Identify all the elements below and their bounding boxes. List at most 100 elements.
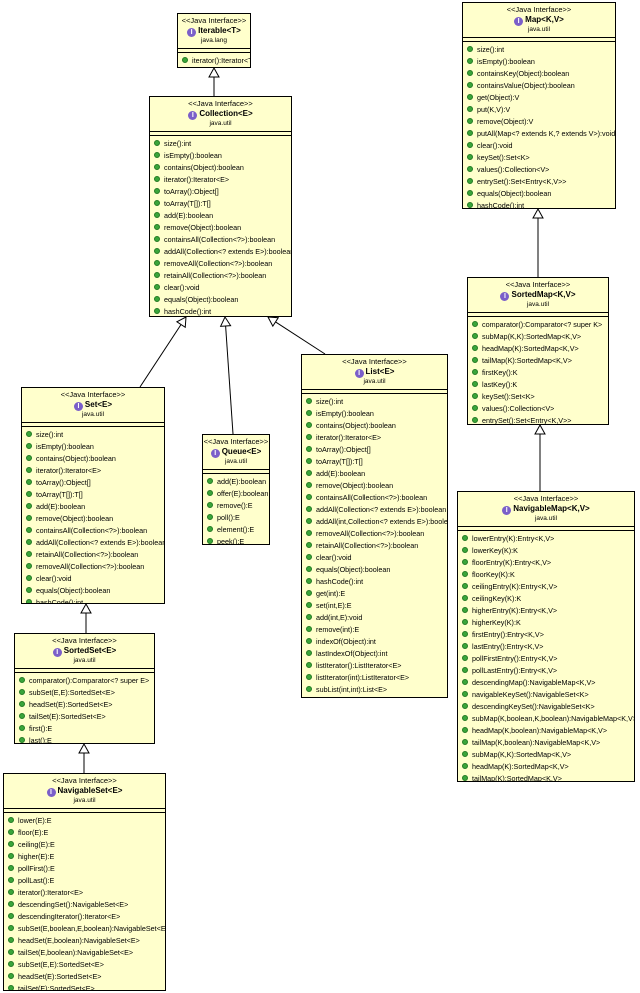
- method-row[interactable]: size():int: [302, 396, 447, 408]
- method-row[interactable]: size():int: [22, 429, 164, 441]
- method-row[interactable]: subList(int,int):List<E>: [302, 684, 447, 696]
- method-row[interactable]: floorKey(K):K: [458, 569, 634, 581]
- method-row[interactable]: iterator():Iterator<E>: [22, 465, 164, 477]
- method-row[interactable]: get(Object):V: [463, 92, 615, 104]
- method-row[interactable]: containsKey(Object):boolean: [463, 68, 615, 80]
- method-row[interactable]: clear():void: [22, 573, 164, 585]
- method-row[interactable]: isEmpty():boolean: [22, 441, 164, 453]
- method-row[interactable]: lastIndexOf(Object):int: [302, 648, 447, 660]
- method-row[interactable]: headSet(E,boolean):NavigableSet<E>: [4, 935, 165, 947]
- method-row[interactable]: hashCode():int: [150, 306, 291, 316]
- method-row[interactable]: entrySet():Set<Entry<K,V>>: [463, 176, 615, 188]
- method-row[interactable]: tailSet(E,boolean):NavigableSet<E>: [4, 947, 165, 959]
- method-row[interactable]: tailMap(K,boolean):NavigableMap<K,V>: [458, 737, 634, 749]
- method-row[interactable]: equals(Object):boolean: [302, 564, 447, 576]
- method-row[interactable]: iterator():Iterator<E>: [4, 887, 165, 899]
- method-row[interactable]: add(E):boolean: [150, 210, 291, 222]
- method-row[interactable]: descendingKeySet():NavigableSet<K>: [458, 701, 634, 713]
- method-row[interactable]: add(E):boolean: [302, 468, 447, 480]
- method-row[interactable]: floorEntry(K):Entry<K,V>: [458, 557, 634, 569]
- method-row[interactable]: higher(E):E: [4, 851, 165, 863]
- method-row[interactable]: add(E):boolean: [22, 501, 164, 513]
- method-row[interactable]: subSet(E,boolean,E,boolean):NavigableSet…: [4, 923, 165, 935]
- method-row[interactable]: indexOf(Object):int: [302, 636, 447, 648]
- method-row[interactable]: tailMap(K):SortedMap<K,V>: [468, 355, 608, 367]
- method-row[interactable]: isEmpty():boolean: [150, 150, 291, 162]
- method-row[interactable]: poll():E: [203, 512, 269, 524]
- method-row[interactable]: addAll(Collection<? extends E>):boolean: [150, 246, 291, 258]
- method-row[interactable]: headMap(K):SortedMap<K,V>: [468, 343, 608, 355]
- method-row[interactable]: remove(Object):boolean: [150, 222, 291, 234]
- method-row[interactable]: pollFirst():E: [4, 863, 165, 875]
- method-row[interactable]: first():E: [15, 723, 154, 735]
- method-row[interactable]: clear():void: [150, 282, 291, 294]
- method-row[interactable]: contains(Object):boolean: [302, 420, 447, 432]
- method-row[interactable]: removeAll(Collection<?>):boolean: [150, 258, 291, 270]
- method-row[interactable]: equals(Object):boolean: [463, 188, 615, 200]
- method-row[interactable]: size():int: [463, 44, 615, 56]
- method-row[interactable]: ceilingKey(K):K: [458, 593, 634, 605]
- method-row[interactable]: retainAll(Collection<?>):boolean: [22, 549, 164, 561]
- method-row[interactable]: add(int,E):void: [302, 612, 447, 624]
- method-row[interactable]: put(K,V):V: [463, 104, 615, 116]
- method-row[interactable]: tailMap(K):SortedMap<K,V>: [458, 773, 634, 781]
- method-row[interactable]: hashCode():int: [302, 576, 447, 588]
- method-row[interactable]: iterator():Iterator<T>: [178, 55, 250, 67]
- method-row[interactable]: tailSet(E):SortedSet<E>: [15, 711, 154, 723]
- method-row[interactable]: toArray():Object[]: [150, 186, 291, 198]
- method-row[interactable]: remove(Object):boolean: [22, 513, 164, 525]
- method-row[interactable]: equals(Object):boolean: [150, 294, 291, 306]
- method-row[interactable]: headSet(E):SortedSet<E>: [15, 699, 154, 711]
- method-row[interactable]: removeAll(Collection<?>):boolean: [302, 528, 447, 540]
- method-row[interactable]: pollLastEntry():Entry<K,V>: [458, 665, 634, 677]
- method-row[interactable]: toArray(T[]):T[]: [22, 489, 164, 501]
- method-row[interactable]: remove(Object):boolean: [302, 480, 447, 492]
- method-row[interactable]: peek():E: [203, 536, 269, 544]
- method-row[interactable]: containsAll(Collection<?>):boolean: [150, 234, 291, 246]
- method-row[interactable]: isEmpty():boolean: [463, 56, 615, 68]
- method-row[interactable]: keySet():Set<K>: [468, 391, 608, 403]
- method-row[interactable]: descendingIterator():Iterator<E>: [4, 911, 165, 923]
- method-row[interactable]: higherKey(K):K: [458, 617, 634, 629]
- method-row[interactable]: last():E: [15, 735, 154, 743]
- method-row[interactable]: iterator():Iterator<E>: [302, 432, 447, 444]
- method-row[interactable]: headMap(K,boolean):NavigableMap<K,V>: [458, 725, 634, 737]
- method-row[interactable]: hashCode():int: [463, 200, 615, 208]
- method-row[interactable]: iterator():Iterator<E>: [150, 174, 291, 186]
- method-row[interactable]: offer(E):boolean: [203, 488, 269, 500]
- method-row[interactable]: toArray():Object[]: [22, 477, 164, 489]
- method-row[interactable]: contains(Object):boolean: [150, 162, 291, 174]
- method-row[interactable]: containsValue(Object):boolean: [463, 80, 615, 92]
- method-row[interactable]: lower(E):E: [4, 815, 165, 827]
- method-row[interactable]: subSet(E,E):SortedSet<E>: [4, 959, 165, 971]
- method-row[interactable]: remove(Object):V: [463, 116, 615, 128]
- method-row[interactable]: listIterator(int):ListIterator<E>: [302, 672, 447, 684]
- method-row[interactable]: containsAll(Collection<?>):boolean: [22, 525, 164, 537]
- method-row[interactable]: tailSet(E):SortedSet<E>: [4, 983, 165, 990]
- method-row[interactable]: subMap(K,K):SortedMap<K,V>: [458, 749, 634, 761]
- method-row[interactable]: lastKey():K: [468, 379, 608, 391]
- method-row[interactable]: remove():E: [203, 500, 269, 512]
- method-row[interactable]: toArray(T[]):T[]: [150, 198, 291, 210]
- method-row[interactable]: descendingSet():NavigableSet<E>: [4, 899, 165, 911]
- method-row[interactable]: removeAll(Collection<?>):boolean: [22, 561, 164, 573]
- method-row[interactable]: toArray():Object[]: [302, 444, 447, 456]
- method-row[interactable]: add(E):boolean: [203, 476, 269, 488]
- method-row[interactable]: ceiling(E):E: [4, 839, 165, 851]
- method-row[interactable]: contains(Object):boolean: [22, 453, 164, 465]
- method-row[interactable]: listIterator():ListIterator<E>: [302, 660, 447, 672]
- method-row[interactable]: hashCode():int: [22, 597, 164, 603]
- method-row[interactable]: retainAll(Collection<?>):boolean: [302, 540, 447, 552]
- method-row[interactable]: entrySet():Set<Entry<K,V>>: [468, 415, 608, 424]
- method-row[interactable]: containsAll(Collection<?>):boolean: [302, 492, 447, 504]
- method-row[interactable]: higherEntry(K):Entry<K,V>: [458, 605, 634, 617]
- method-row[interactable]: comparator():Comparator<? super K>: [468, 319, 608, 331]
- method-row[interactable]: subMap(K,boolean,K,boolean):NavigableMap…: [458, 713, 634, 725]
